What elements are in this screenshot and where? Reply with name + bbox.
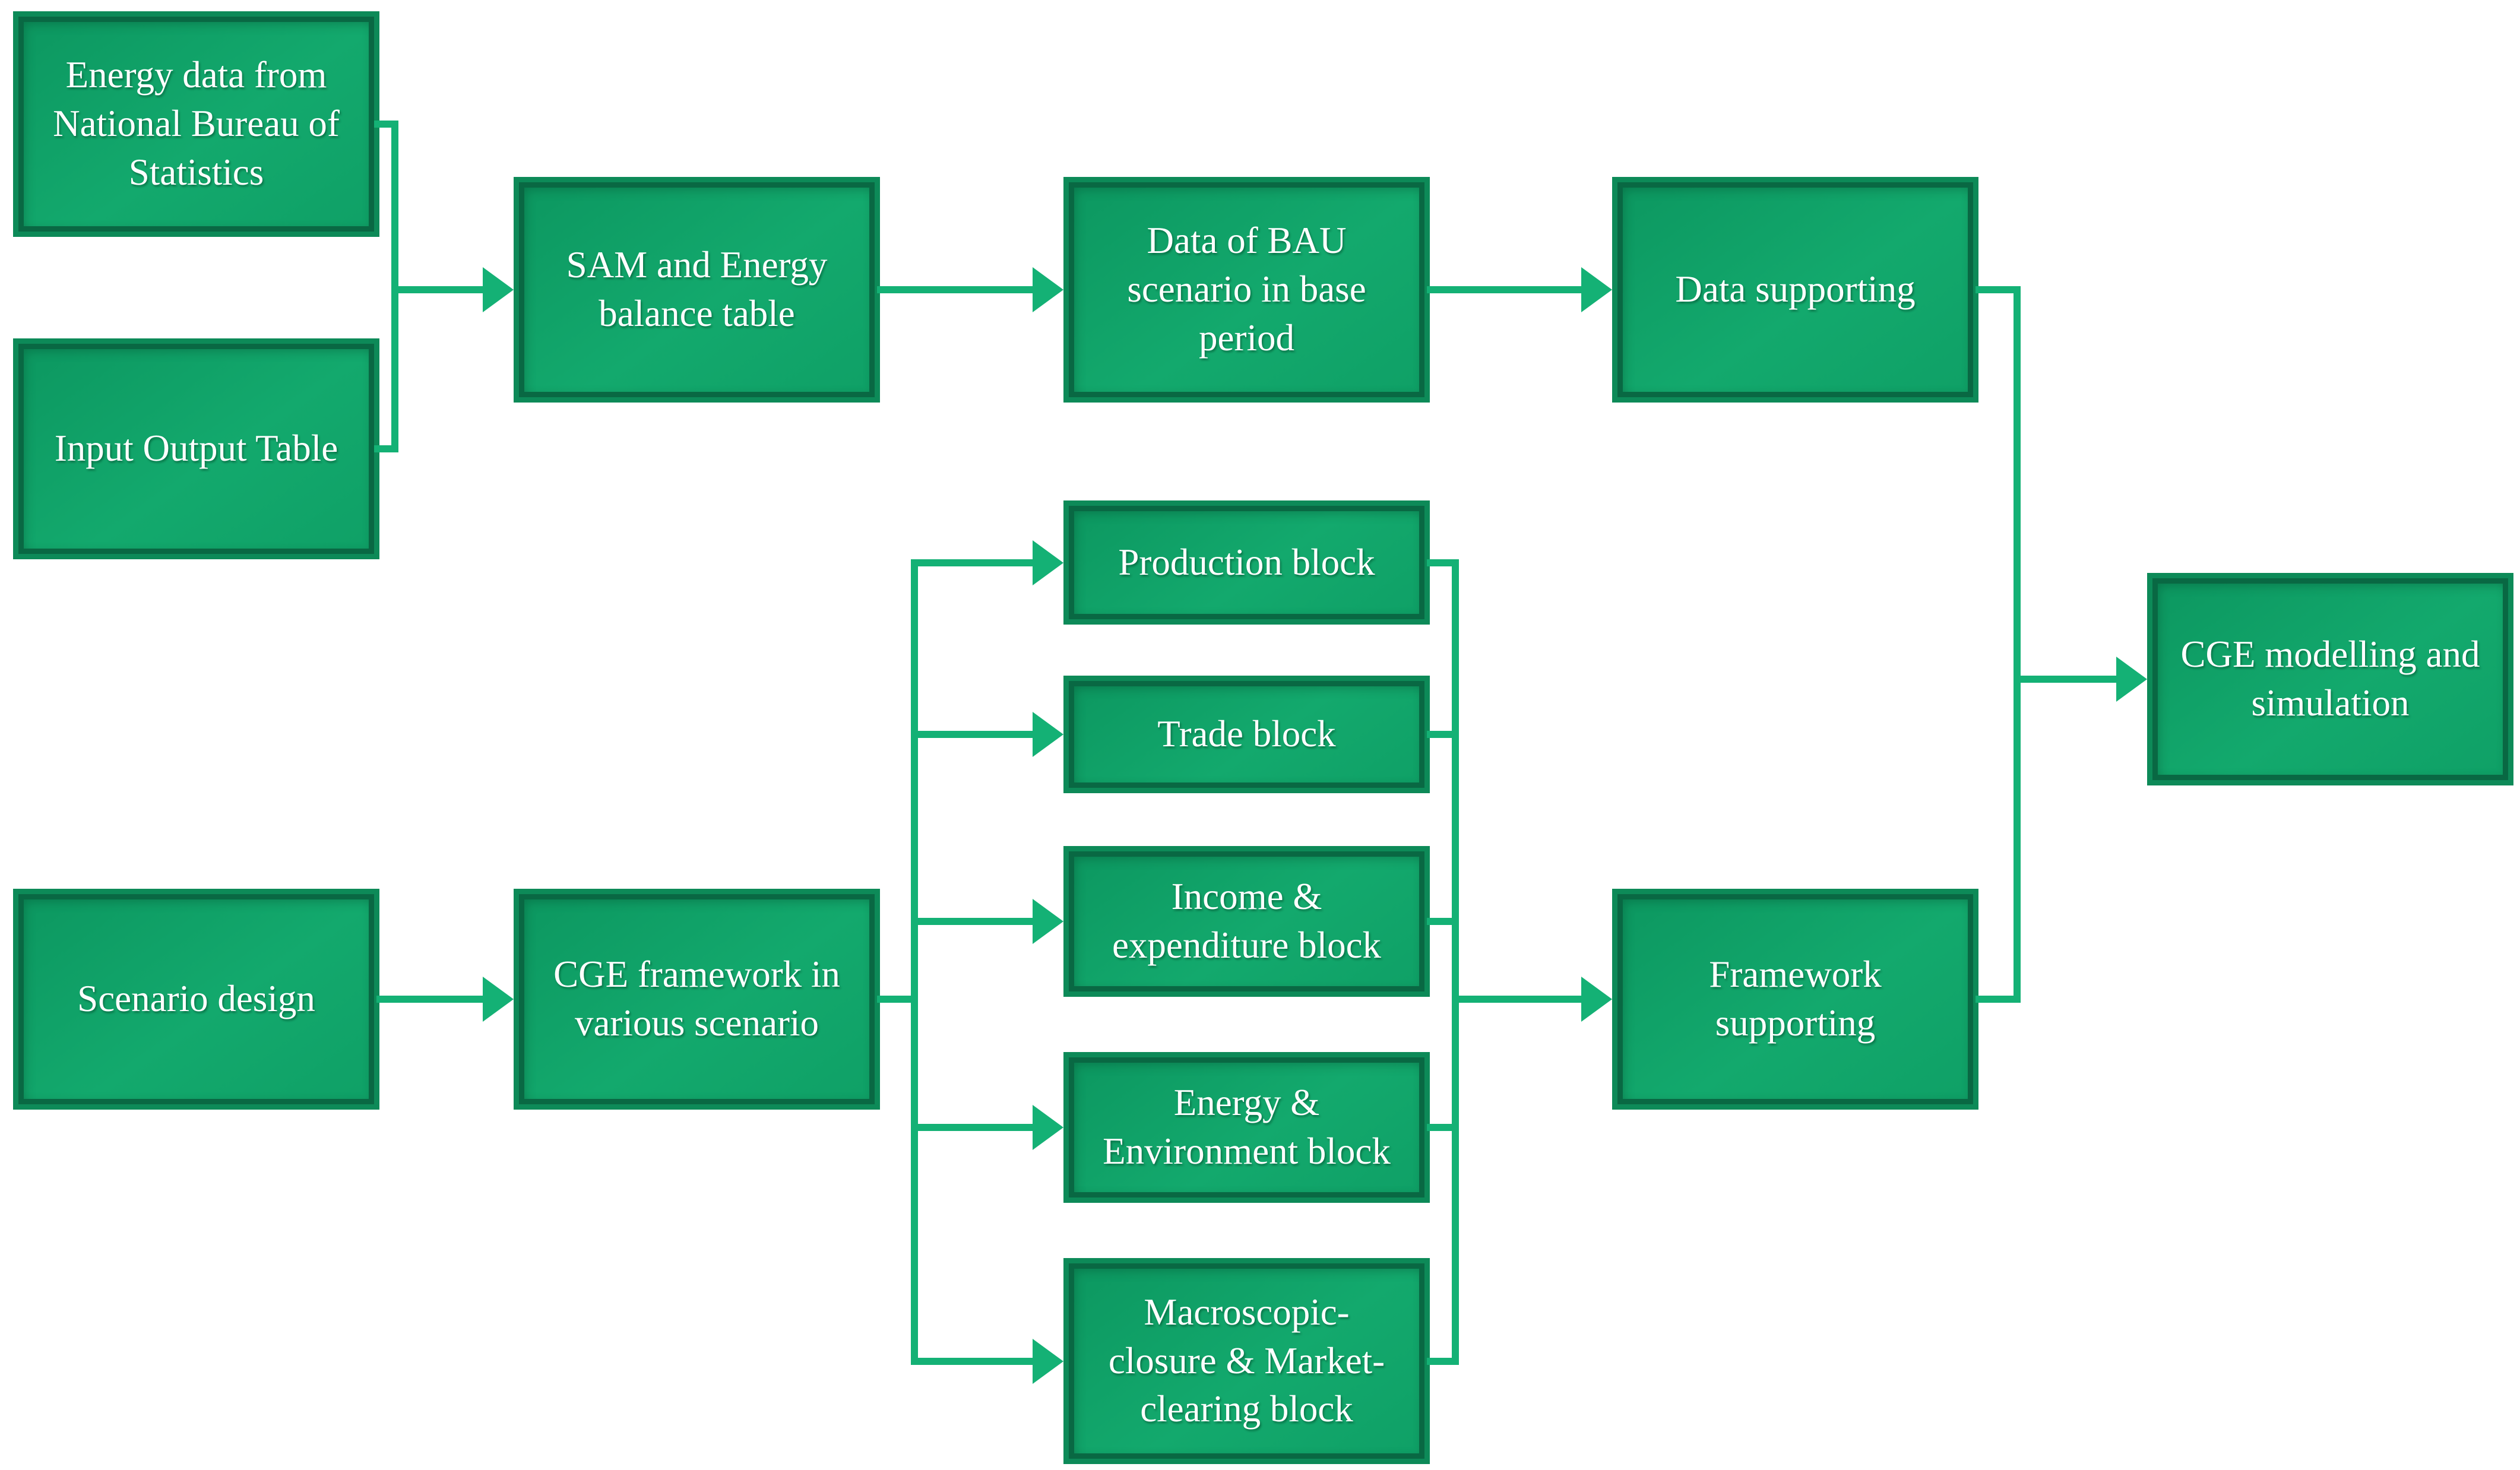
node-cge-modelling: CGE modelling and simulation [2147,573,2513,785]
connector-right-merge-vertical [2014,286,2021,1003]
arrowhead-into-production [1033,540,1063,585]
node-income-expenditure-block: Income & expenditure block [1063,846,1430,997]
node-framework-supporting: Framework supporting [1612,889,1978,1110]
connector-sam-to-bau [877,286,1033,293]
connector-scenario-to-framework [376,996,483,1003]
connector-to-framework-supporting [1452,996,1581,1003]
connector-bau-to-data-supporting [1427,286,1581,293]
arrowhead-into-data-supporting [1581,267,1612,312]
connector-trade-stub [1427,731,1458,738]
connector-to-cge-modelling-line [2014,676,2116,683]
arrowhead-into-income [1033,899,1063,944]
connector-framework-supporting-stub [1976,996,2021,1003]
connector-to-trade [911,731,1033,738]
connector-macroscopic-stub [1427,1358,1458,1365]
connector-cge-framework-stub [877,996,918,1003]
arrowhead-into-bau [1033,267,1063,312]
connector-to-income [911,918,1033,925]
node-bau-base-period: Data of BAU scenario in base period [1063,177,1430,403]
node-cge-framework: CGE framework in various scenario [514,889,880,1110]
arrowhead-into-trade [1033,712,1063,757]
arrowhead-into-energy-environment [1033,1105,1063,1150]
connector-to-energy-environment [911,1124,1033,1131]
node-production-block: Production block [1063,500,1430,625]
node-trade-block: Trade block [1063,676,1430,793]
connector-production-stub [1427,559,1458,566]
arrowhead-into-macroscopic [1033,1339,1063,1384]
connector-income-stub [1427,918,1458,925]
node-macroscopic-closure-block: Macroscopic-closure & Market-clearing bl… [1063,1258,1430,1464]
connector-distribution-vertical [911,559,918,1365]
connector-data-supporting-stub [1976,286,2021,293]
node-energy-data: Energy data from National Bureau of Stat… [13,11,379,237]
arrowhead-into-sam [483,267,514,312]
node-input-output-table: Input Output Table [13,338,379,559]
connector-to-production [911,559,1033,566]
connector-blocks-merge-vertical [1452,559,1459,1365]
node-energy-environment-block: Energy & Environment block [1063,1052,1430,1203]
node-sam-energy-balance: SAM and Energy balance table [514,177,880,403]
node-data-supporting: Data supporting [1612,177,1978,403]
node-scenario-design: Scenario design [13,889,379,1110]
arrowhead-into-cge-framework [483,977,514,1022]
connector-to-sam-line [391,286,483,293]
connector-energy-environment-stub [1427,1124,1458,1131]
arrowhead-into-framework-supporting [1581,977,1612,1022]
arrowhead-into-cge-modelling [2116,657,2147,702]
connector-to-macroscopic [911,1358,1033,1365]
